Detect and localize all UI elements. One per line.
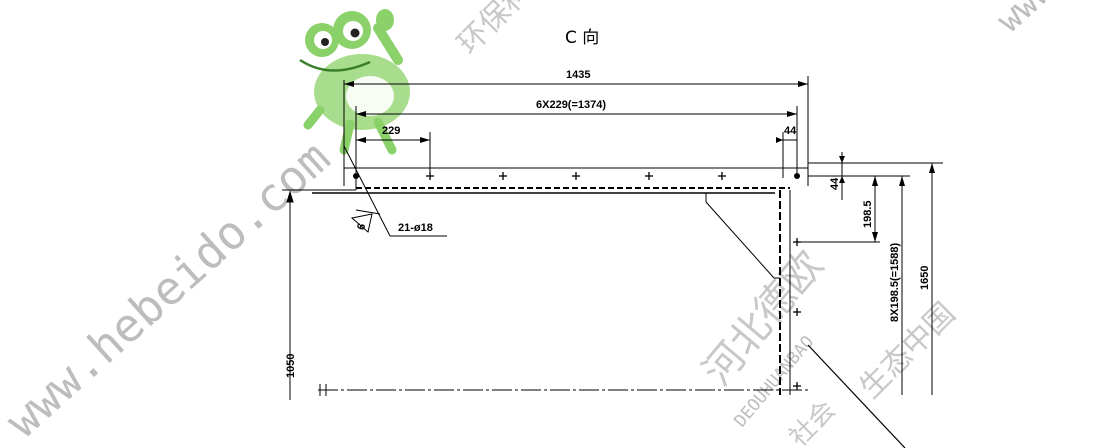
dim-pitch-run: 6X229(=1374) xyxy=(536,99,606,111)
hole-callout xyxy=(343,145,447,237)
dim-left-height: 1050 xyxy=(285,354,297,378)
dim-first-vertical-pitch: 198.5 xyxy=(862,200,874,228)
watermark-tagline-cn: 生态中国 xyxy=(853,296,963,406)
hole-mark xyxy=(572,172,580,180)
hole-mark xyxy=(793,382,801,390)
hole-spec-label: 21-ø18 xyxy=(398,222,433,234)
hole-mark xyxy=(793,238,801,246)
corner-hole xyxy=(794,173,800,179)
watermark-top-cn: 环保科 xyxy=(451,0,539,62)
hole-mark xyxy=(499,172,507,180)
right-dimensions xyxy=(800,152,943,395)
right-dim-arrows xyxy=(839,156,935,242)
dim-overall-width: 1435 xyxy=(566,69,590,81)
watermark-layer: www.hebeido.com www 环保科 河北德欧 DEOUHUANBAO… xyxy=(0,0,1062,448)
hole-mark xyxy=(793,308,801,316)
frog-logo xyxy=(299,9,410,155)
dim-edge-offset: 44 xyxy=(784,125,797,137)
top-dimensions xyxy=(343,76,809,186)
watermark-bottom-cn: 社会 xyxy=(784,395,842,448)
weld-symbol-label: 6 xyxy=(355,222,368,232)
dim-overall-height: 1650 xyxy=(919,266,931,290)
hole-mark xyxy=(426,172,434,180)
dim-vertical-run: 8X198.5(=1588) xyxy=(889,242,901,322)
watermark-site-url: www.hebeido.com xyxy=(0,130,340,448)
view-title: C 向 xyxy=(565,28,599,48)
watermark-brand-cn: 河北德欧 xyxy=(694,242,832,394)
left-dimension xyxy=(286,190,294,400)
plate-outline xyxy=(282,167,906,448)
hole-mark xyxy=(645,172,653,180)
corner-hole-left xyxy=(353,173,359,179)
top-dim-arrows xyxy=(344,81,808,143)
watermark-site-url-right: www xyxy=(989,0,1062,41)
dim-top-offset: 44 xyxy=(829,177,841,190)
hole-mark xyxy=(718,172,726,180)
hole-marks xyxy=(426,172,801,390)
dim-first-pitch: 229 xyxy=(382,125,400,137)
